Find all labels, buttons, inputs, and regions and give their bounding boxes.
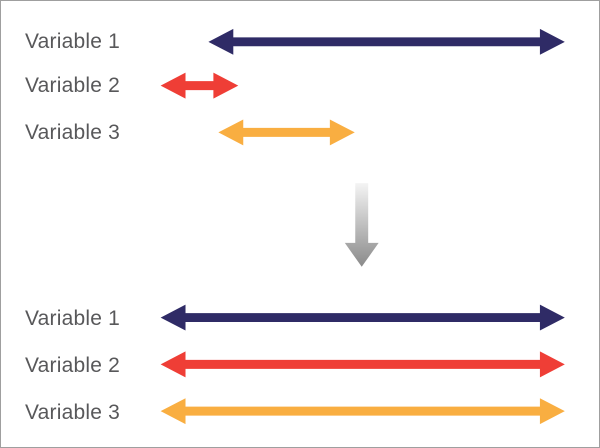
- after-range-arrow-1: [160, 304, 565, 331]
- before-range-arrow-3: [218, 119, 355, 146]
- after-variable-1-label: Variable 1: [25, 307, 121, 330]
- after-range-arrow-2: [160, 351, 565, 378]
- before-variable-3-label: Variable 3: [25, 121, 121, 144]
- before-range-arrow-1: [208, 28, 565, 55]
- after-variable-3-label: Variable 3: [25, 401, 121, 424]
- after-range-arrow-3: [160, 398, 565, 425]
- before-range-arrow-2: [160, 72, 239, 99]
- before-variable-1-label: Variable 1: [25, 30, 121, 53]
- after-variable-2-label: Variable 2: [25, 354, 121, 377]
- before-variable-2-label: Variable 2: [25, 74, 121, 97]
- down-arrow-icon: [344, 183, 379, 267]
